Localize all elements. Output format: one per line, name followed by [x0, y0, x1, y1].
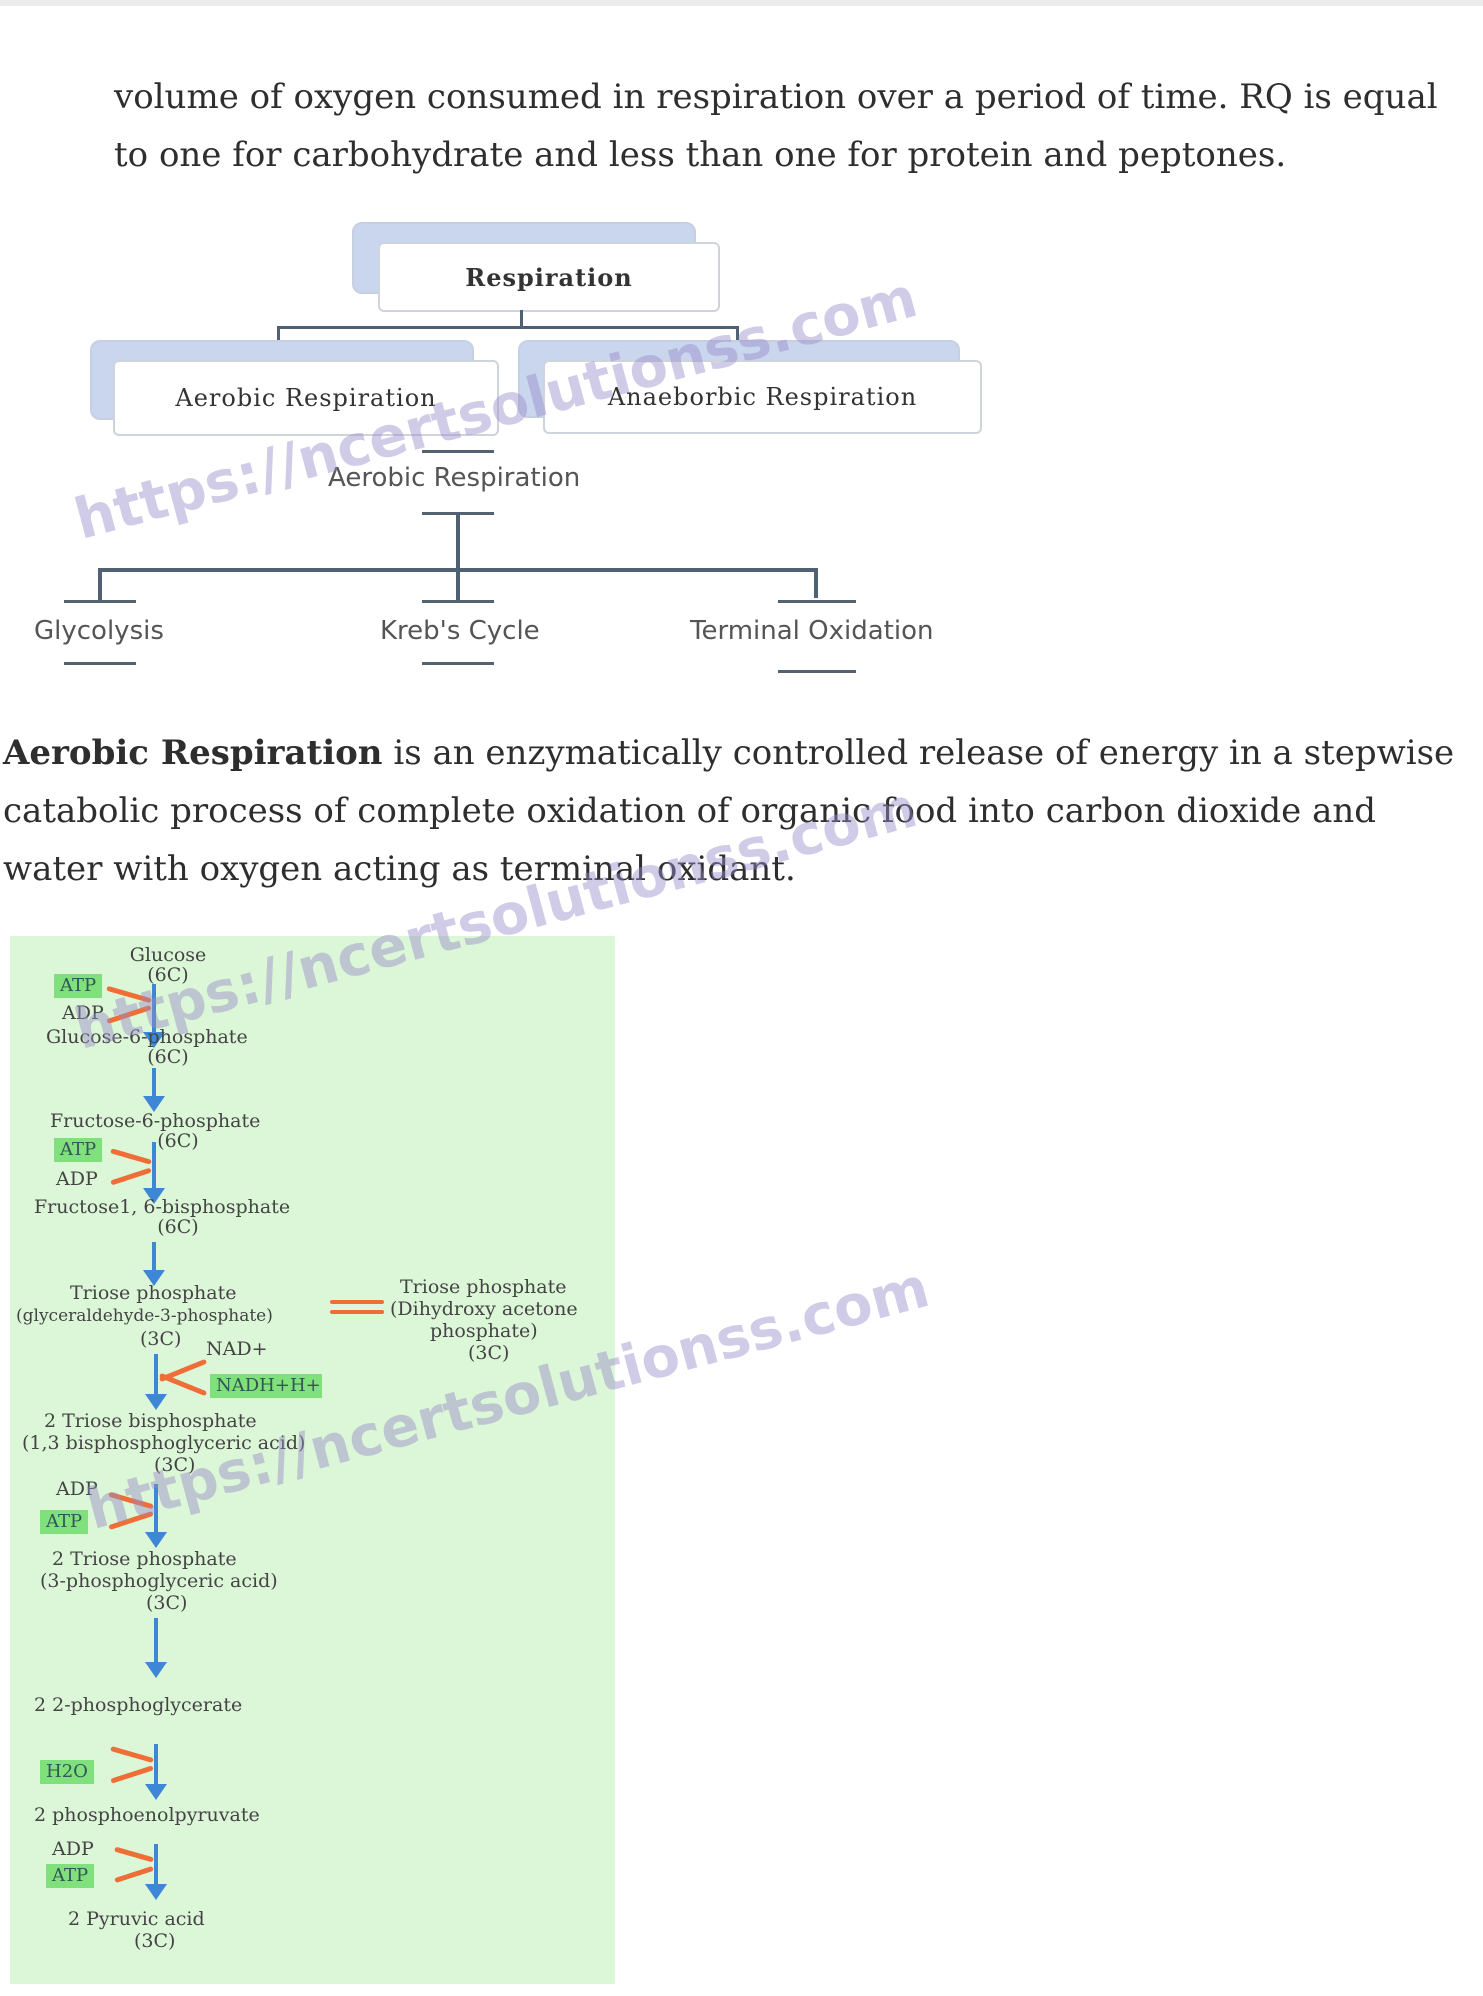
down-arrow-icon	[145, 1354, 167, 1410]
equilibrium-arrow-icon	[330, 1300, 384, 1304]
adp-label: ADP	[62, 1002, 104, 1024]
down-arrow-icon	[145, 1744, 167, 1800]
2-phosphoglycerate-label: 2 2-phosphoglycerate	[34, 1694, 243, 1716]
carbon-count: (3C)	[140, 1328, 182, 1350]
aerobic-box: Aerobic Respiration	[113, 360, 499, 436]
triose-bisphosphate-sub: (1,3 bisphosphoglyceric acid)	[22, 1432, 306, 1454]
down-arrow-icon	[143, 984, 165, 1048]
connector	[277, 326, 280, 344]
triose-phosphate-2-sub: (3-phosphoglyceric acid)	[40, 1570, 278, 1592]
connector	[456, 568, 460, 600]
connector	[277, 326, 739, 329]
carbon-count: (6C)	[147, 964, 189, 986]
adp-label: ADP	[56, 1168, 98, 1190]
respiration-concept-map: Respiration Aerobic Respiration Anaeborb…	[0, 200, 1000, 700]
label-bracket	[422, 450, 494, 453]
label-bracket	[778, 600, 856, 603]
dhap-sub: phosphate)	[430, 1320, 538, 1342]
child-label-glycolysis: Glycolysis	[34, 616, 164, 646]
orange-arrow-icon	[158, 1372, 208, 1397]
pyruvic-acid-label: 2 Pyruvic acid	[68, 1908, 205, 1930]
connector	[736, 326, 739, 344]
child-label-krebs: Kreb's Cycle	[380, 616, 540, 646]
phosphoenolpyruvate-label: 2 phosphoenolpyruvate	[34, 1804, 260, 1826]
down-arrow-icon	[143, 1242, 165, 1286]
sub-root-label: Aerobic Respiration	[328, 463, 581, 493]
down-arrow-icon	[145, 1844, 167, 1900]
label-bracket	[422, 600, 494, 603]
label-bracket	[422, 662, 494, 665]
carbon-count: (3C)	[468, 1342, 510, 1364]
glycolysis-diagram: Glucose (6C) ATP ADP Glucose-6-phosphate…	[10, 936, 615, 1984]
carbon-count: (6C)	[157, 1216, 199, 1238]
triose-phosphate-sub: (glyceraldehyde-3-phosphate)	[16, 1306, 273, 1326]
adp-label: ADP	[52, 1838, 94, 1860]
carbon-count: (3C)	[134, 1930, 176, 1952]
dhap-label: Triose phosphate	[400, 1276, 567, 1298]
label-bracket	[778, 670, 856, 673]
connector	[814, 568, 818, 598]
atp-highlight: ATP	[54, 974, 103, 998]
label-bracket	[64, 600, 136, 603]
label-bracket	[64, 662, 136, 665]
orange-arrow-icon	[110, 1746, 154, 1763]
nadh-highlight: NADH+H+	[210, 1374, 322, 1398]
carbon-count: (6C)	[157, 1130, 199, 1152]
dhap-sub: (Dihydroxy acetone	[390, 1298, 578, 1320]
triose-bisphosphate-label: 2 Triose bisphosphate	[44, 1410, 257, 1432]
definition-paragraph: Aerobic Respiration is an enzymatically …	[3, 724, 1473, 898]
definition-text: is an enzymatically controlled release o…	[3, 733, 1455, 889]
top-divider	[0, 0, 1483, 6]
equilibrium-arrow-icon	[330, 1310, 384, 1314]
water-highlight: H2O	[40, 1760, 94, 1784]
triose-phosphate-2-label: 2 Triose phosphate	[52, 1548, 237, 1570]
down-arrow-icon	[145, 1618, 167, 1678]
root-box: Respiration	[378, 242, 720, 312]
carbon-count: (3C)	[146, 1592, 188, 1614]
intro-paragraph: volume of oxygen consumed in respiration…	[114, 77, 1438, 175]
orange-arrow-icon	[110, 1167, 152, 1186]
connector	[456, 512, 460, 570]
orange-arrow-icon	[114, 1865, 154, 1884]
carbon-count: (6C)	[147, 1046, 189, 1068]
orange-arrow-icon	[114, 1846, 154, 1863]
anaerobic-box: Anaeborbic Respiration	[543, 360, 982, 434]
adp-label: ADP	[56, 1478, 98, 1500]
connector	[98, 568, 102, 600]
orange-arrow-icon	[110, 1765, 154, 1784]
connector	[520, 310, 523, 328]
child-label-terminal: Terminal Oxidation	[690, 616, 934, 646]
atp-highlight: ATP	[40, 1510, 89, 1534]
down-arrow-icon	[145, 1484, 167, 1548]
atp-highlight: ATP	[46, 1864, 95, 1888]
g6p-label: Glucose-6-phosphate	[46, 1026, 248, 1048]
down-arrow-icon	[143, 1142, 165, 1204]
definition-term: Aerobic Respiration	[3, 733, 383, 773]
down-arrow-icon	[143, 1068, 165, 1112]
triose-phosphate-label: Triose phosphate	[70, 1282, 237, 1304]
f16bp-label: Fructose1, 6-bisphosphate	[34, 1196, 291, 1218]
nad-label: NAD+	[206, 1338, 268, 1360]
glucose-label: Glucose	[129, 944, 207, 966]
atp-highlight: ATP	[54, 1138, 103, 1162]
f6p-label: Fructose-6-phosphate	[50, 1110, 261, 1132]
carbon-count: (3C)	[154, 1454, 196, 1476]
